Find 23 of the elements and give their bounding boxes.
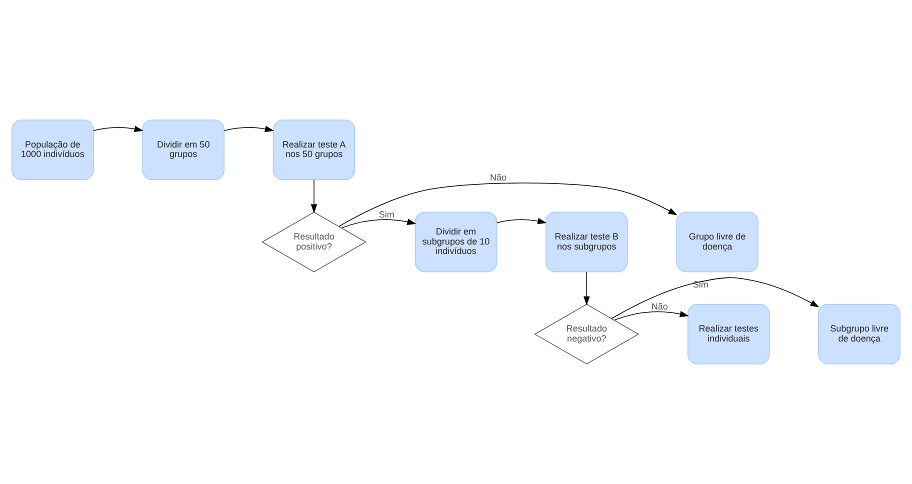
arrow (614, 310, 689, 320)
node-box: Dividir em subgrupos de 10 indivíduos (414, 212, 498, 272)
node-box: População de 1000 indivíduos (12, 120, 94, 180)
node-box: Grupo livre de doença (676, 212, 758, 272)
node-diamond: Resultado positivo? (262, 212, 366, 272)
node-diamond: Resultado negativo? (534, 304, 640, 364)
arrow (93, 126, 144, 132)
edge-label: Não (651, 301, 668, 312)
node-box: Realizar testes individuais (688, 304, 770, 364)
node-box: Realizar teste B nos subgrupos (546, 212, 628, 272)
edge-label: Não (490, 172, 507, 183)
node-box: Realizar teste A nos 50 grupos (272, 120, 356, 180)
edge-label: Sim (692, 279, 708, 290)
arrow (611, 277, 820, 319)
arrow (310, 179, 318, 214)
node-box: Subgrupo livre de doença (818, 304, 900, 364)
arrow (583, 272, 590, 306)
arrow (341, 218, 416, 228)
edge-label: Sim (378, 209, 394, 220)
node-box: Dividir em 50 grupos (142, 120, 224, 180)
arrow (338, 182, 678, 227)
arrow (224, 126, 274, 132)
arrow (496, 218, 547, 224)
